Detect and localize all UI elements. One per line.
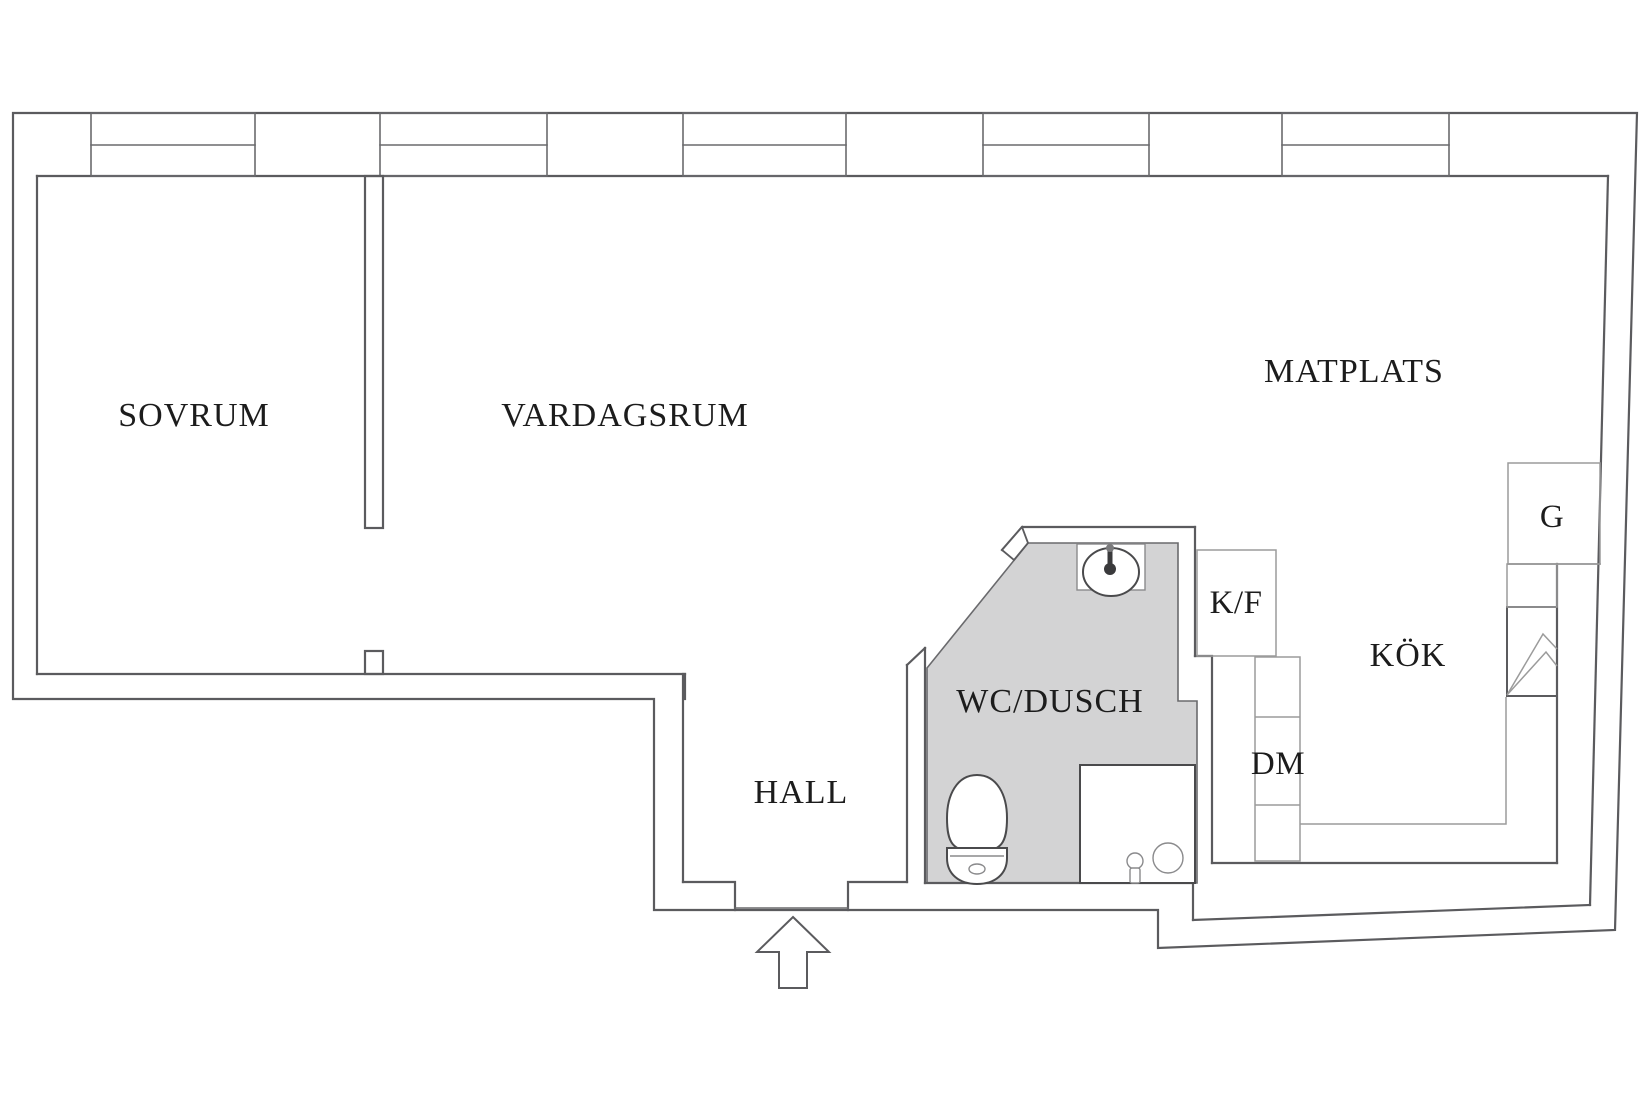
window	[682, 112, 847, 177]
label-hall: HALL	[754, 774, 849, 811]
hall-bottom-right-jamb	[846, 880, 909, 912]
window	[379, 112, 548, 177]
shower	[1079, 764, 1196, 884]
label-wardrobe: G	[1540, 499, 1564, 535]
label-wc-dusch: WC/DUSCH	[956, 683, 1143, 720]
label-matplats: MATPLATS	[1264, 353, 1444, 390]
fridge-freezer-box	[1196, 549, 1277, 657]
label-fridge-freezer: K/F	[1210, 585, 1263, 621]
toilet-bowl	[945, 773, 1009, 854]
counter-left-column	[1254, 656, 1301, 862]
toilet-button	[968, 863, 986, 875]
exterior-walls	[11, 111, 1639, 950]
kitchen-cabinets	[1196, 462, 1601, 862]
counter-bottom-run	[1300, 697, 1507, 825]
window	[90, 112, 256, 177]
toilet	[945, 773, 1009, 886]
wardrobe-box	[1507, 462, 1601, 565]
label-kok: KÖK	[1370, 637, 1447, 674]
entry-arrow-icon	[754, 915, 832, 989]
window	[982, 112, 1150, 177]
inner-wall-right	[1588, 174, 1610, 907]
hall-bottom-left-jamb	[681, 880, 737, 912]
hall-walls	[681, 646, 927, 912]
bath-door-upper-jamb	[1000, 525, 1030, 562]
room-labels: SOVRUM VARDAGSRUM MATPLATS HALL WC/DUSCH…	[118, 353, 1564, 811]
washbasin	[1076, 543, 1146, 597]
corner-cabinet-chevron	[1506, 632, 1558, 696]
label-vardagsrum: VARDAGSRUM	[501, 397, 748, 434]
counter-right-top-box	[1506, 563, 1558, 608]
window	[1281, 112, 1450, 177]
corner-cabinet-chevron	[1506, 650, 1558, 696]
windows	[90, 112, 1450, 177]
outer-wall-top	[11, 111, 1639, 950]
bathroom	[923, 525, 1198, 886]
faucet-icon	[1104, 544, 1116, 575]
bath-door-lower-jamb	[905, 646, 927, 667]
shower-drain	[1152, 842, 1184, 874]
inner-wall-bottom-right	[1191, 903, 1592, 922]
label-dishwasher: DM	[1251, 746, 1305, 782]
shower-mixer-icon	[1126, 852, 1144, 884]
label-sovrum: SOVRUM	[118, 397, 269, 434]
bedroom-divider-wall	[363, 174, 385, 676]
